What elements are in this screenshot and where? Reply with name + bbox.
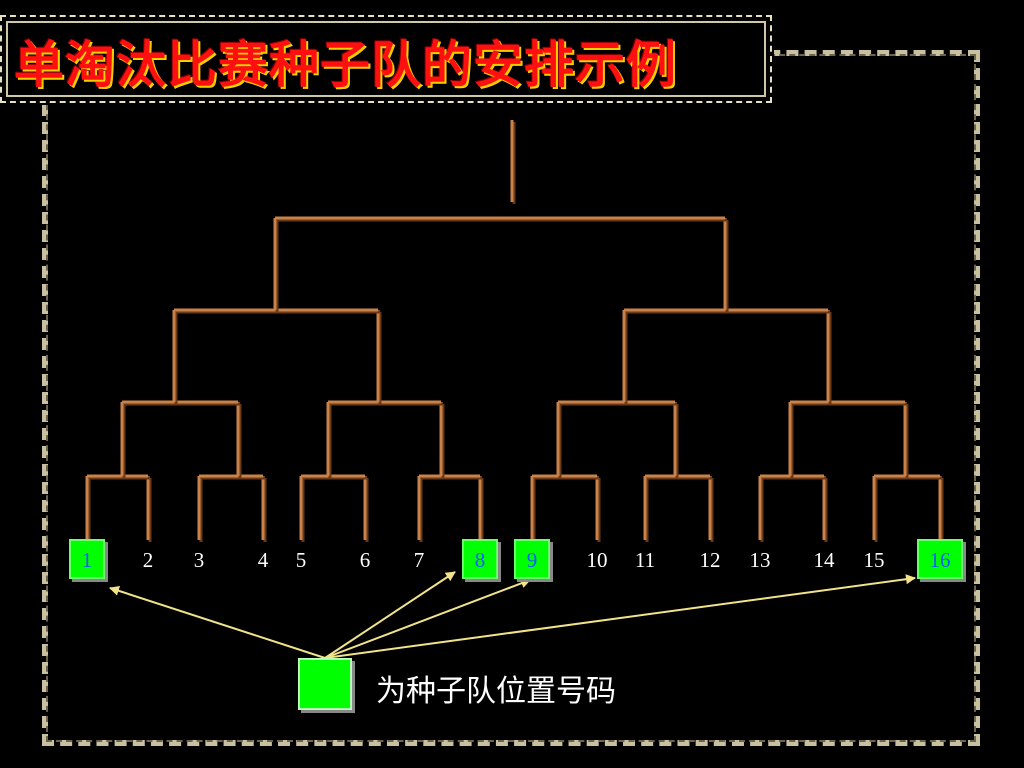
page-title: 单淘汰比赛种子队的安排示例	[14, 36, 677, 94]
seed-box-8	[462, 539, 498, 579]
title-box: 单淘汰比赛种子队的安排示例	[0, 13, 774, 105]
seed-box-9	[514, 539, 550, 579]
seat-number-3: 3	[193, 548, 205, 572]
seat-number-11: 11	[634, 548, 656, 572]
seat-number-14: 14	[813, 548, 835, 572]
seat-number-4: 4	[257, 548, 269, 572]
legend-seed-swatch	[298, 658, 352, 710]
legend-label: 为种子队位置号码	[376, 674, 616, 709]
seed-arrow-8	[324, 571, 456, 659]
seed-number-8: 8	[474, 548, 486, 572]
seed-arrow-16	[324, 574, 916, 659]
seat-number-12: 12	[699, 548, 721, 572]
seat-number-15: 15	[863, 548, 885, 572]
seed-arrow-9	[324, 578, 531, 659]
seed-box-16	[917, 539, 963, 579]
seed-arrow-1	[109, 586, 326, 659]
seed-number-1: 1	[81, 548, 93, 572]
title-box-border	[6, 21, 766, 97]
seed-number-16: 16	[929, 548, 951, 572]
seat-number-5: 5	[295, 548, 307, 572]
seat-number-10: 10	[586, 548, 608, 572]
seat-number-2: 2	[142, 548, 154, 572]
seat-number-7: 7	[413, 548, 425, 572]
seed-number-9: 9	[526, 548, 538, 572]
seat-number-6: 6	[359, 548, 371, 572]
seat-number-13: 13	[749, 548, 771, 572]
seed-box-1	[69, 539, 105, 579]
